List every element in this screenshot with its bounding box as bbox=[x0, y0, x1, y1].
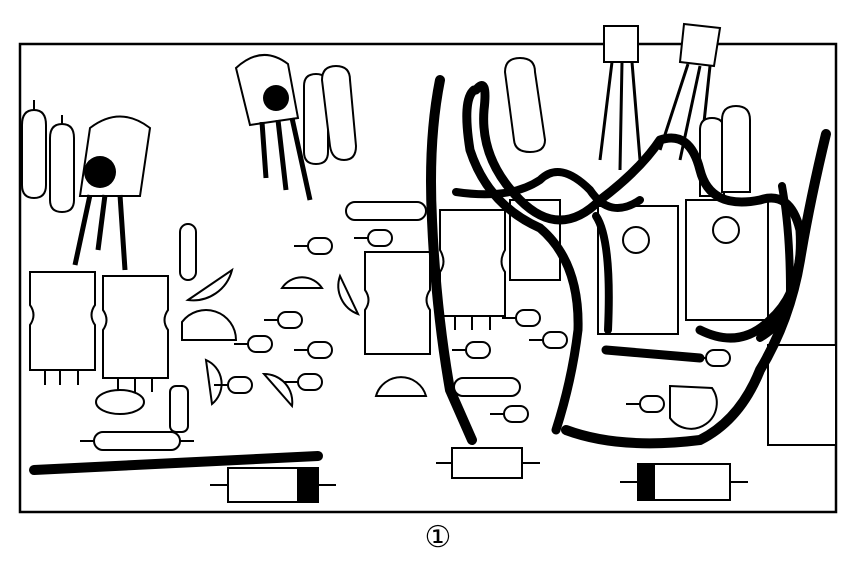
capacitor-top-left-2 bbox=[49, 115, 75, 214]
if-transformer-left-2 bbox=[102, 275, 169, 392]
wire-short-right bbox=[756, 182, 794, 342]
ceramic-capacitor-7 bbox=[374, 376, 428, 397]
wire-right-middle bbox=[601, 345, 705, 363]
wire-bottom-left bbox=[29, 451, 323, 475]
ceramic-capacitor-4 bbox=[181, 309, 238, 341]
transistor-top-right-1 bbox=[598, 25, 642, 171]
wire-bundle bbox=[29, 75, 831, 475]
resistor-center-horizontal bbox=[453, 377, 521, 397]
capacitor-top-center bbox=[503, 56, 547, 154]
figure-label: ① bbox=[424, 520, 452, 555]
capacitor-right-2 bbox=[721, 104, 751, 193]
transistor-can-middle bbox=[234, 54, 313, 201]
wire-loop-center bbox=[462, 85, 583, 435]
wire-vertical-center bbox=[426, 75, 477, 445]
film-capacitor-bottom-left bbox=[210, 467, 336, 503]
ceramic-capacitor-9 bbox=[95, 389, 145, 415]
transistor-can-left bbox=[72, 115, 152, 271]
resistor-top bbox=[345, 201, 427, 221]
capacitor-top-left-1 bbox=[21, 100, 47, 200]
resistor-vertical-left bbox=[179, 223, 197, 281]
wire-lower-right bbox=[561, 129, 831, 449]
ceramic-capacitor-1 bbox=[185, 267, 234, 302]
if-transformer-mid bbox=[439, 209, 506, 330]
ceramic-capacitor-5 bbox=[204, 358, 223, 406]
if-transformer-center bbox=[364, 251, 431, 355]
resistor-vertical-mid bbox=[169, 385, 189, 433]
wire-bar-center bbox=[592, 212, 613, 334]
power-transistor-2 bbox=[685, 199, 769, 321]
ceramic-capacitor-8 bbox=[669, 384, 718, 430]
capacitor-upper-mid-1 bbox=[303, 72, 329, 166]
transformer-right-edge bbox=[767, 344, 837, 446]
film-capacitor-bottom-center bbox=[436, 447, 540, 479]
ceramic-capacitor-3 bbox=[337, 273, 360, 316]
ceramic-capacitor-2 bbox=[280, 276, 324, 289]
capacitor-upper-mid-2 bbox=[320, 64, 358, 162]
ceramic-capacitor-6 bbox=[261, 372, 294, 409]
wire-mid-horizontal bbox=[452, 168, 644, 212]
resistor-bottom-left bbox=[80, 431, 194, 451]
film-capacitor-bottom-right bbox=[620, 463, 748, 501]
if-transformer-left-1 bbox=[29, 271, 96, 385]
